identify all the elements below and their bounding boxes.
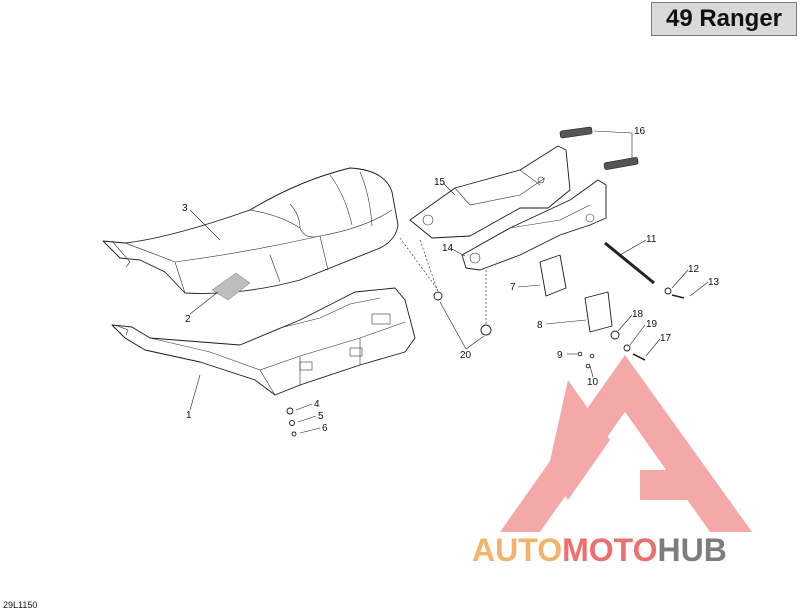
assembly-line [419,239,439,293]
callout-2: 2 [185,314,191,325]
seat-base-part [111,287,416,396]
callout-14: 14 [442,243,454,254]
washer-part [289,420,295,426]
nut-part [577,351,583,357]
rear-cover-part [409,145,571,239]
reflector-part [559,126,593,139]
callout-3: 3 [182,203,188,214]
nut-part [585,363,591,369]
assembly-line [399,237,439,291]
washer-part [433,291,443,301]
callout-17: 17 [660,333,672,344]
bracket-part [539,254,567,297]
rod-part [604,241,655,285]
washer-part [664,287,672,295]
callout-7: 7 [510,282,516,293]
washer-part [286,407,294,415]
bumper-part [480,324,492,336]
watermark-moto: MOTO [562,532,658,568]
callout-20: 20 [460,350,472,361]
callout-16: 16 [634,126,646,137]
washer-part [610,330,620,340]
rear-frame-part [461,179,607,271]
plate-part [584,291,613,333]
callout-12: 12 [688,264,700,275]
callout-4: 4 [314,399,320,410]
reflector-part [603,157,639,170]
callout-5: 5 [318,411,324,422]
callout-18: 18 [632,309,644,320]
callout-9: 9 [557,350,563,361]
callout-10: 10 [587,377,599,388]
callout-6: 6 [322,423,328,434]
leader-lines [189,130,709,434]
callout-8: 8 [537,320,543,331]
watermark-logo-icon [500,355,752,532]
callout-11: 11 [646,234,657,245]
watermark-brand: AUTOMOTOHUB [472,530,794,570]
callout-19: 19 [646,319,658,330]
seat-pad-part [211,272,251,301]
washer-part [623,344,631,352]
model-title: 49 Ranger [651,2,797,36]
nut-part [291,431,297,437]
bolt-part [671,294,685,299]
seat-part [102,167,399,294]
bolt-part [632,353,646,361]
callout-15: 15 [434,177,446,188]
callout-1: 1 [186,410,192,421]
watermark-hub: HUB [657,532,727,568]
diagram-code: 29L1150 [3,600,38,610]
callout-13: 13 [708,277,720,288]
watermark-auto: AUTO [472,532,563,568]
nut-part [589,353,595,359]
